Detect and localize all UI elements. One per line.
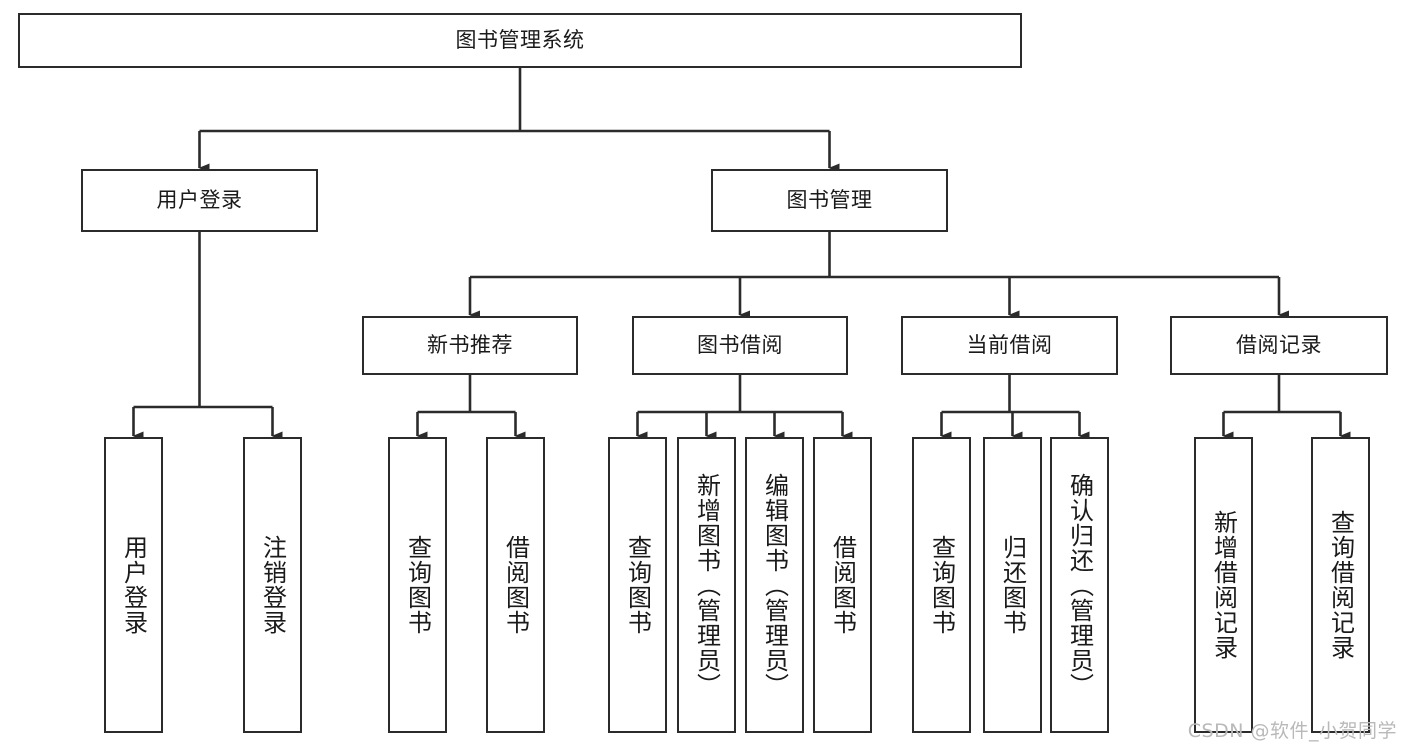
node-label: 用户登录 — [156, 188, 243, 213]
leaf-query-borrow-record[interactable]: 查询借阅记录 — [1311, 437, 1370, 733]
leaf-query-book-current[interactable]: 查询图书 — [912, 437, 971, 733]
node-label: 图书管理系统 — [455, 28, 585, 53]
node-label: 注销登录 — [258, 535, 287, 635]
node-label: 查询图书 — [927, 535, 956, 635]
leaf-borrow-book-rec[interactable]: 借阅图书 — [486, 437, 545, 733]
node-book-manage[interactable]: 图书管理 — [711, 169, 948, 232]
leaf-confirm-return-admin[interactable]: 确认归还（管理员） — [1050, 437, 1109, 733]
leaf-user-login[interactable]: 用户登录 — [104, 437, 163, 733]
leaf-add-book-admin[interactable]: 新增图书（管理员） — [677, 437, 736, 733]
node-label: 新书推荐 — [427, 333, 513, 358]
node-root[interactable]: 图书管理系统 — [18, 13, 1022, 68]
leaf-user-logout[interactable]: 注销登录 — [243, 437, 302, 733]
leaf-add-borrow-record[interactable]: 新增借阅记录 — [1194, 437, 1253, 733]
node-label: 查询图书 — [403, 535, 432, 635]
leaf-borrow-book[interactable]: 借阅图书 — [813, 437, 872, 733]
node-book-borrow[interactable]: 图书借阅 — [632, 316, 848, 375]
node-new-book-rec[interactable]: 新书推荐 — [362, 316, 578, 375]
leaf-return-book[interactable]: 归还图书 — [983, 437, 1042, 733]
leaf-edit-book-admin[interactable]: 编辑图书（管理员） — [745, 437, 804, 733]
node-label: 确认归还（管理员） — [1065, 472, 1094, 698]
node-label: 用户登录 — [119, 535, 148, 635]
node-user-login[interactable]: 用户登录 — [81, 169, 318, 232]
node-label: 图书管理 — [786, 188, 873, 213]
node-label: 借阅图书 — [501, 535, 530, 635]
node-label: 借阅图书 — [828, 535, 857, 635]
node-label: 归还图书 — [998, 535, 1027, 635]
node-label: 新增借阅记录 — [1209, 510, 1238, 660]
watermark-text: CSDN @软件_小贺同学 — [1187, 720, 1397, 742]
node-label: 当前借阅 — [966, 333, 1053, 358]
node-label: 查询借阅记录 — [1326, 510, 1355, 660]
node-label: 编辑图书（管理员） — [760, 472, 789, 698]
node-label: 借阅记录 — [1236, 333, 1322, 358]
node-borrow-record[interactable]: 借阅记录 — [1170, 316, 1388, 375]
node-label: 新增图书（管理员） — [692, 472, 721, 698]
node-label: 查询图书 — [623, 535, 652, 635]
leaf-query-book-rec[interactable]: 查询图书 — [388, 437, 447, 733]
leaf-query-book-borrow[interactable]: 查询图书 — [608, 437, 667, 733]
node-label: 图书借阅 — [697, 333, 783, 358]
node-current-borrow[interactable]: 当前借阅 — [901, 316, 1118, 375]
